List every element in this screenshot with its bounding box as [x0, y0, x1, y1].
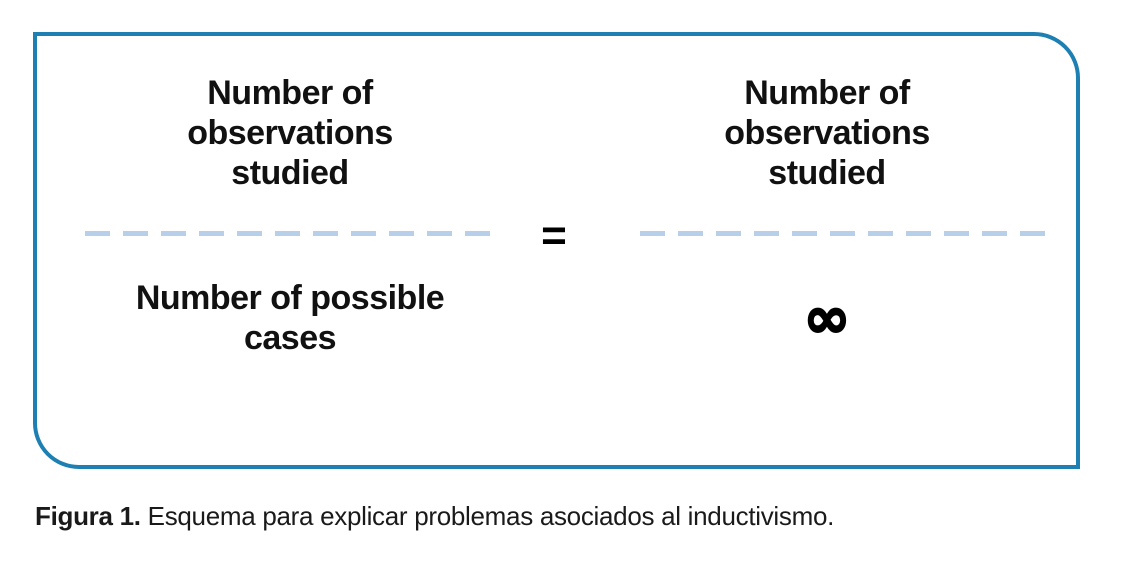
equals-sign: = [541, 211, 567, 260]
figure-caption: Figura 1.Esquema para explicar problemas… [35, 499, 834, 533]
left-fraction-denominator: Number of possible cases [135, 279, 445, 357]
left-fraction-numerator: Number of observations studied [187, 74, 393, 192]
equation-box: Number of observations studied Number of… [33, 32, 1080, 469]
figure-caption-text: Esquema para explicar problemas asociado… [147, 501, 835, 531]
right-fraction-bar [640, 231, 1048, 236]
right-fraction-numerator: Number of observations studied [724, 74, 930, 192]
infinity-symbol: ∞ [803, 286, 852, 351]
figure-caption-label: Figura 1. [35, 501, 141, 531]
left-fraction-bar [85, 231, 495, 236]
right-fraction-denominator: ∞ [622, 287, 1032, 351]
